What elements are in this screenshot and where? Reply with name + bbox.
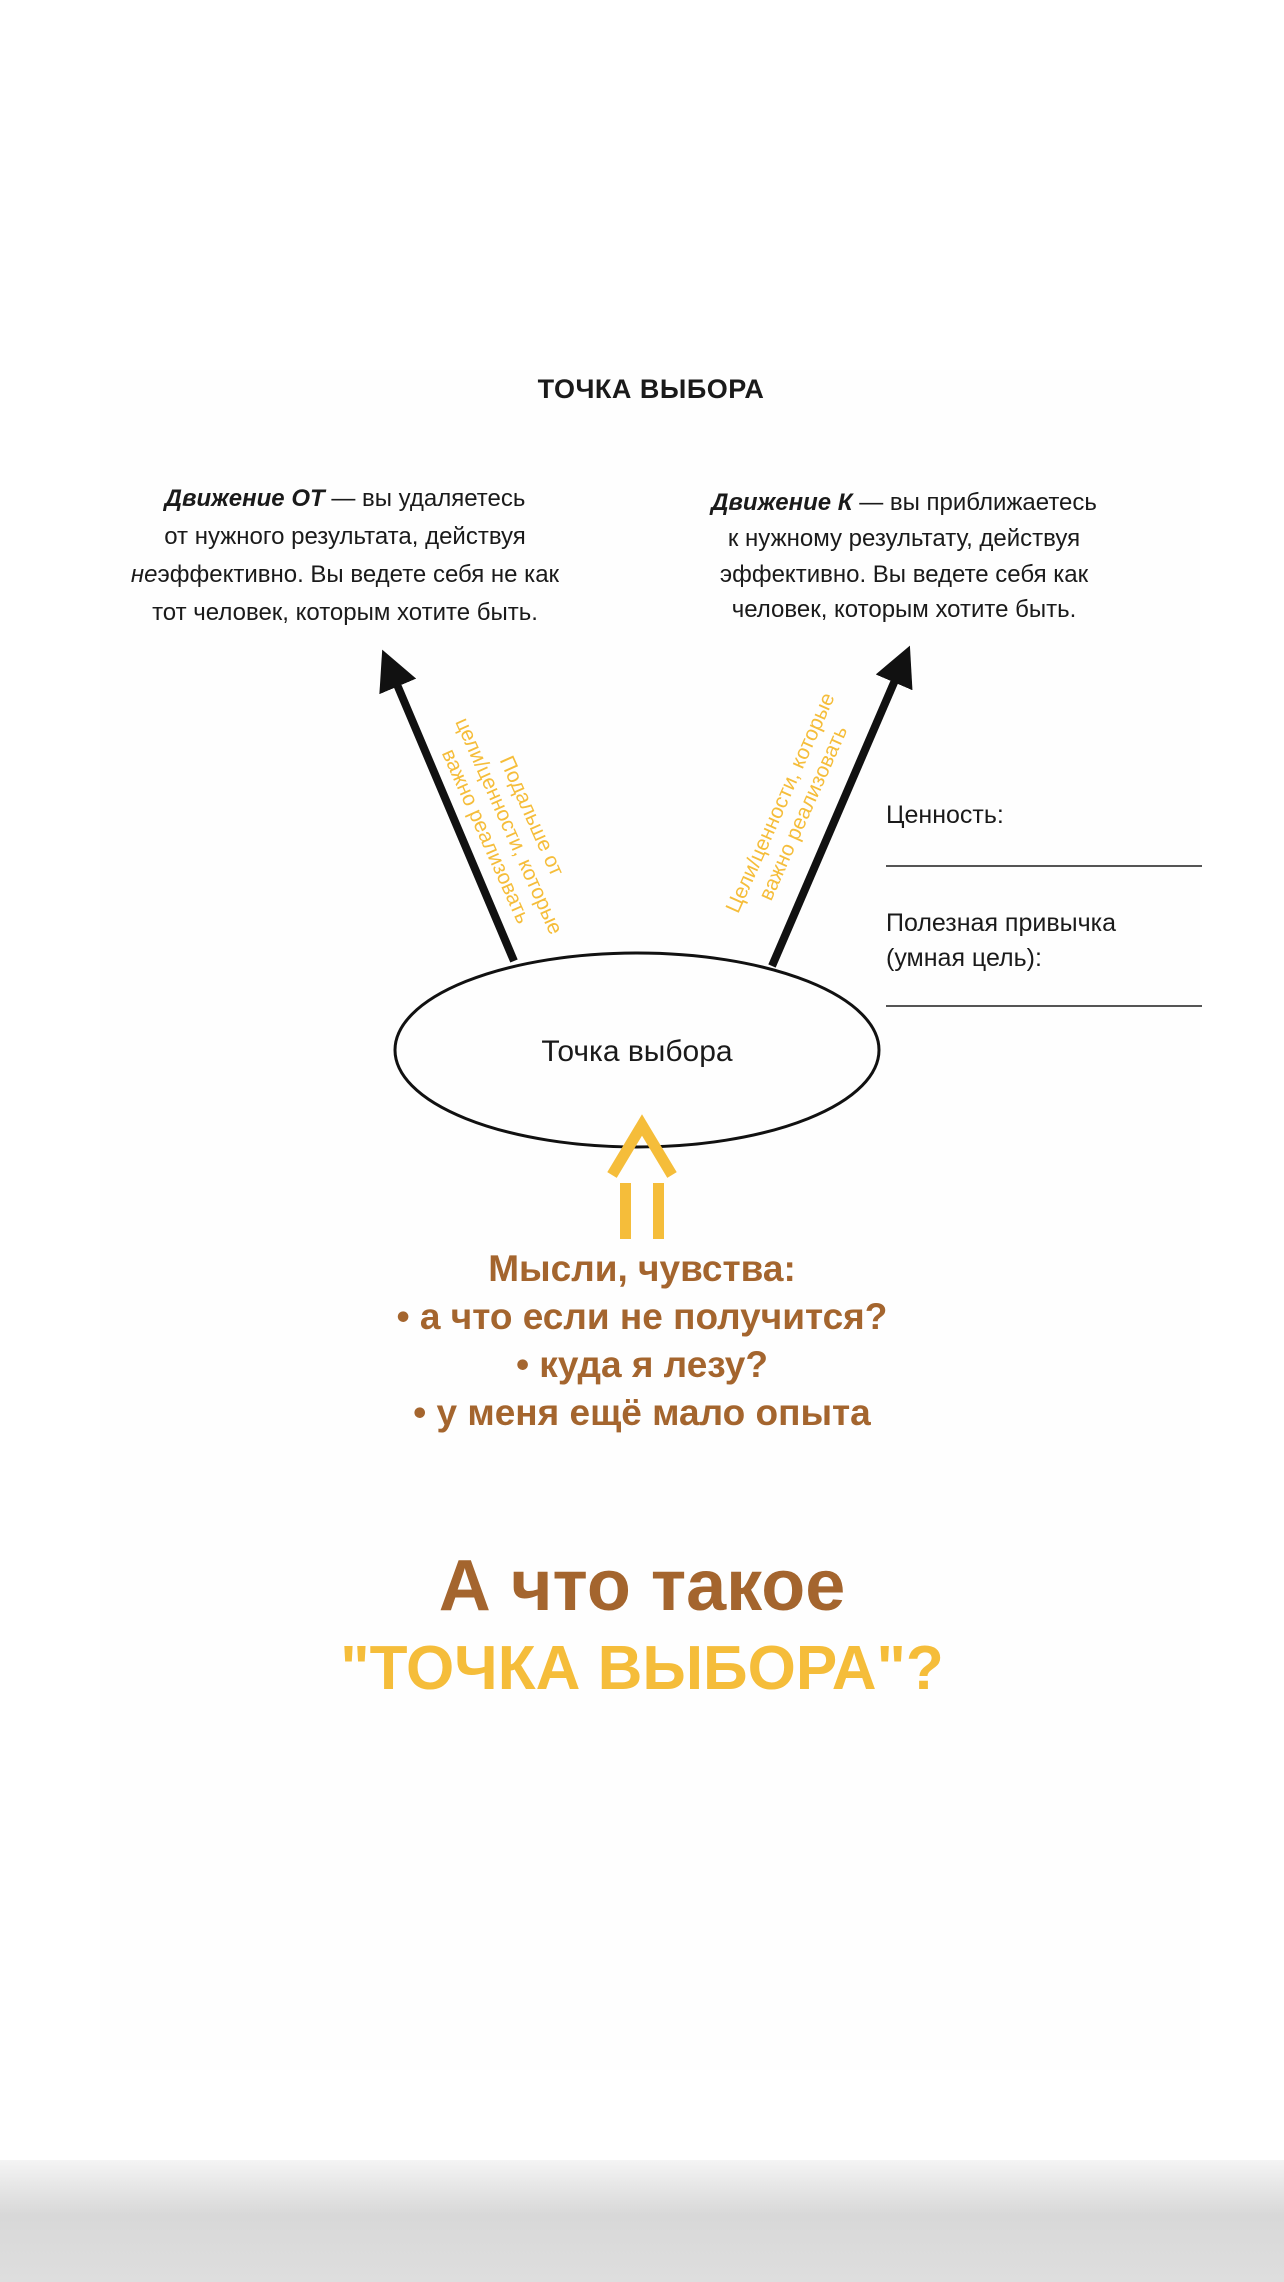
movement-away-line2: от нужного результата, действуя — [164, 523, 526, 550]
movement-toward-line2: к нужному результату, действуя — [728, 525, 1080, 552]
movement-away-block: Движение ОТ — вы удаляетесь от нужного р… — [131, 485, 560, 626]
movement-away-italic: не — [131, 561, 158, 588]
movement-away-line3: неэффективно. Вы ведете себя не как — [131, 561, 560, 588]
thoughts-heading: Мысли, чувства: — [488, 1248, 796, 1289]
movement-away-line4: тот человек, которым хотите быть. — [152, 599, 538, 626]
movement-away-line1-rest: — вы удаляетесь — [325, 485, 526, 512]
thought-item: • у меня ещё мало опыта — [413, 1392, 871, 1433]
movement-toward-block: Движение К — вы приближаетесь к нужному … — [709, 489, 1097, 623]
bottom-gray-band — [0, 2160, 1284, 2282]
ellipse-label: Точка выбора — [541, 1035, 732, 1068]
habit-label-line1: Полезная привычка — [886, 909, 1116, 937]
movement-toward-arrow — [768, 645, 913, 968]
up-arrow-icon — [607, 1114, 677, 1239]
choice-point-ellipse — [393, 951, 881, 1149]
movement-toward-line4: человек, которым хотите быть. — [732, 596, 1077, 623]
choice-point-diagram: ТОЧКА ВЫБОРА Движение ОТ — вы удаляетесь… — [131, 374, 1202, 1239]
movement-toward-line1: Движение К — вы приближаетесь — [709, 489, 1097, 516]
scanned-page-area — [100, 370, 1200, 2070]
habit-label-line2: (умная цель): — [886, 944, 1042, 972]
movement-toward-bold: Движение К — [709, 489, 855, 516]
thought-item: • куда я лезу? — [516, 1344, 768, 1385]
movement-toward-line3: эффективно. Вы ведете себя как — [720, 561, 1089, 588]
away-arrow-annotation: Подальше от цели/ценности, которые важно… — [437, 714, 568, 938]
movement-away-arrow — [379, 649, 518, 963]
diagram-title: ТОЧКА ВЫБОРА — [538, 374, 765, 404]
headline-term: "ТОЧКА ВЫБОРА"? — [340, 1634, 944, 1703]
headline: А что такое "ТОЧКА ВЫБОРА"? — [0, 1545, 1284, 1705]
thoughts-block: Мысли, чувства: • а что если не получитс… — [0, 1245, 1284, 1437]
movement-toward-line1-rest: — вы приближаетесь — [853, 489, 1097, 516]
value-label: Ценность: — [886, 801, 1004, 829]
movement-away-bold: Движение ОТ — [163, 485, 327, 512]
movement-away-line3-rest: эффективно. Вы ведете себя не как — [157, 561, 559, 588]
headline-question: А что такое — [438, 1546, 846, 1626]
movement-away-line1: Движение ОТ — вы удаляетесь — [163, 485, 526, 512]
thought-item: • а что если не получится? — [396, 1296, 888, 1337]
